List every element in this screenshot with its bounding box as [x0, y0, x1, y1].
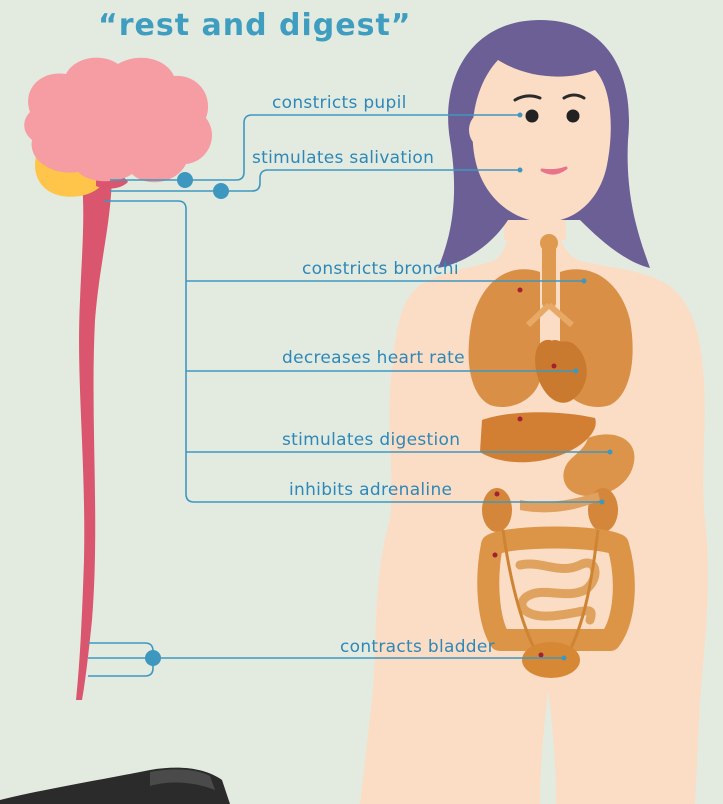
label-inhibits-adrenaline: inhibits adrenaline: [289, 480, 452, 500]
label-contracts-bladder: contracts bladder: [340, 637, 495, 657]
label-decreases-heart-rate: decreases heart rate: [282, 348, 465, 368]
diagram-title: “rest and digest”: [98, 8, 412, 43]
brain: [24, 58, 212, 183]
label-stimulates-digestion: stimulates digestion: [282, 430, 460, 450]
label-constricts-bronchi: constricts bronchi: [302, 259, 459, 279]
label-stimulates-salivation: stimulates salivation: [252, 148, 434, 168]
label-constricts-pupil: constricts pupil: [272, 93, 407, 113]
spinal-cord: [76, 178, 112, 700]
brain-and-spinal-cord: [24, 58, 212, 700]
